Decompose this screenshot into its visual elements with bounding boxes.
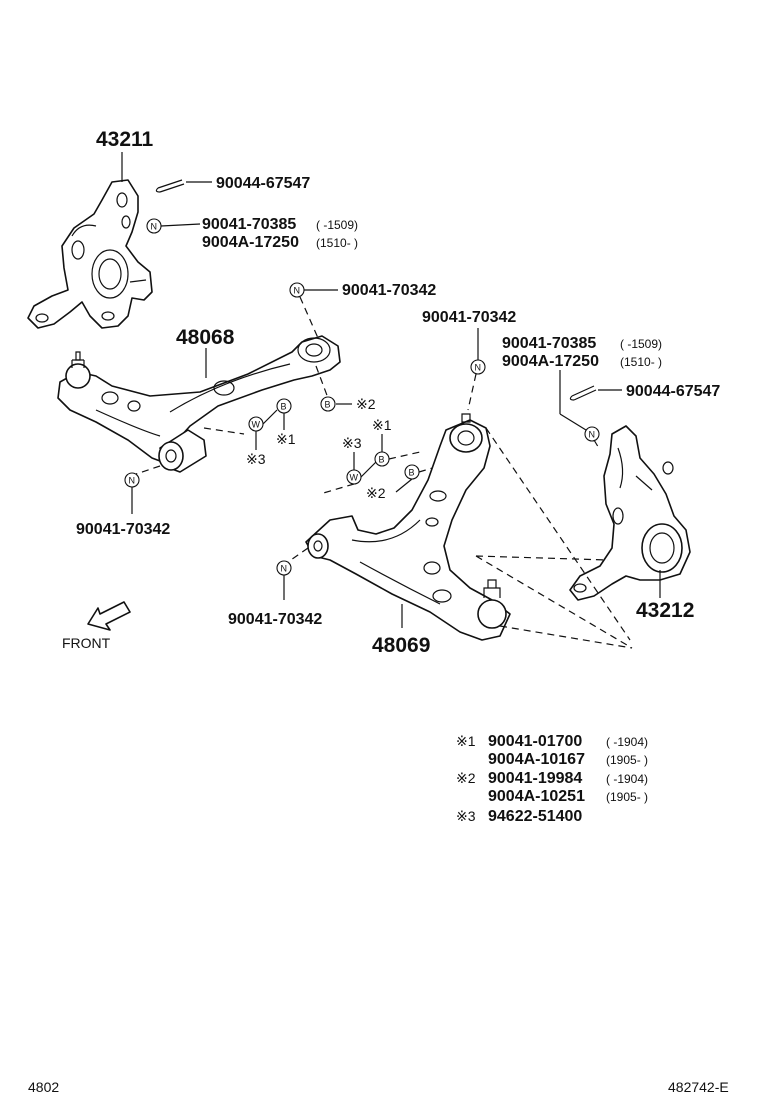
legend-date-1: ( -1904) [606, 735, 648, 749]
legend-part-4: 9004A-10251 [488, 788, 585, 805]
note-mark-1b: ※1 [372, 417, 392, 433]
nut-symbol-text: N [151, 222, 158, 232]
callout-90044-67547-right: 90044-67547 [626, 383, 720, 400]
callout-90041-70385-left: 90041-70385 [202, 216, 296, 233]
callout-90041-70342-top: 90041-70342 [342, 282, 436, 299]
legend-part-5: 94622-51400 [488, 808, 582, 825]
front-arrow-icon [87, 601, 131, 631]
callout-9004a-17250-left: 9004A-17250 [202, 234, 299, 251]
legend: ※1 90041-01700 ( -1904) 9004A-10167 (190… [456, 733, 648, 825]
steering-knuckle-right-drawing [569, 425, 691, 601]
legend-mark-3: ※2 [456, 770, 476, 786]
legend-part-3: 90041-19984 [488, 770, 582, 787]
callout-90044-67547-left: 90044-67547 [216, 175, 310, 192]
note-mark-1a: ※1 [276, 431, 296, 447]
legend-date-2: (1905- ) [606, 753, 648, 767]
callout-48069: 48069 [372, 634, 430, 657]
nut-symbol-text: N [475, 363, 482, 373]
cotter-pin-left-icon [155, 179, 185, 193]
callout-90041-70342-bottom-left: 90041-70342 [76, 521, 170, 538]
legend-part-2: 9004A-10167 [488, 751, 585, 768]
steering-knuckle-left-drawing [27, 179, 153, 329]
legend-part-1: 90041-01700 [488, 733, 582, 750]
callout-9004a-17250-right: 9004A-17250 [502, 353, 599, 370]
nut-symbol-center [470, 359, 486, 375]
lower-arm-48069-drawing [305, 413, 511, 641]
legend-mark-5: ※3 [456, 808, 476, 824]
callout-43211: 43211 [96, 128, 154, 151]
nut-symbol-text: N [294, 286, 301, 296]
lower-arm-48068-drawing [57, 335, 341, 473]
nut-symbol-text: N [281, 564, 288, 574]
nut-symbol-text: N [589, 430, 596, 440]
bolt-symbol-1 [320, 396, 336, 412]
washer-symbol-text: W [252, 420, 261, 430]
date-range-right-2: (1510- ) [620, 355, 662, 369]
bolt-symbol-text: B [325, 400, 331, 410]
bolt-symbol-text: B [379, 455, 385, 465]
date-range-right-1: ( -1509) [620, 337, 662, 351]
front-label: FRONT [62, 635, 111, 651]
page-code: 4802 [28, 1079, 59, 1095]
note-mark-2a: ※2 [356, 396, 376, 412]
note-mark-3a: ※3 [246, 451, 266, 467]
callout-90041-70342-lower-center: 90041-70342 [228, 611, 322, 628]
callout-48068: 48068 [176, 326, 235, 349]
figure-id: 482742-E [668, 1079, 729, 1095]
bolt-symbol-text: B [409, 468, 415, 478]
callout-90041-70342-center: 90041-70342 [422, 309, 516, 326]
note-mark-2b: ※2 [366, 485, 386, 501]
date-range-left-2: (1510- ) [316, 236, 358, 250]
legend-date-4: (1905- ) [606, 790, 648, 804]
nut-symbol-text: N [129, 476, 136, 486]
legend-date-3: ( -1904) [606, 772, 648, 786]
washer-symbol-text: W [350, 473, 359, 483]
callout-43212: 43212 [636, 599, 694, 622]
callout-90041-70385-right: 90041-70385 [502, 335, 596, 352]
note-mark-3b: ※3 [342, 435, 362, 451]
date-range-left-1: ( -1509) [316, 218, 358, 232]
cotter-pin-right-icon [569, 385, 597, 401]
bolt-symbol-text: B [281, 402, 287, 412]
nut-symbol-right [584, 426, 600, 442]
legend-mark-1: ※1 [456, 733, 476, 749]
